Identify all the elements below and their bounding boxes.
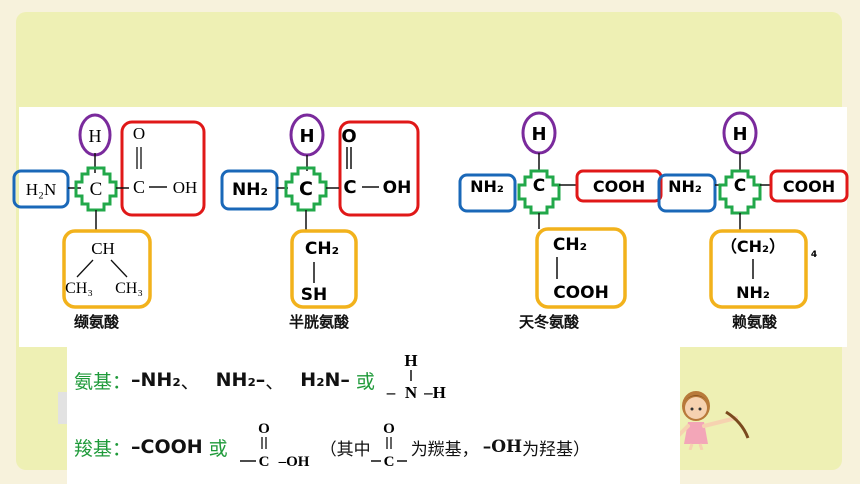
amino-structural-h: H [404,351,417,370]
carbonyl-c: C [383,454,394,470]
amino-label: 氨基： [74,370,132,393]
hydrogen-atom: H [89,126,102,146]
amino-group-row: 氨基： –NH₂ 、 NH₂– 、 H₂N– 或 H – N –H [74,351,461,405]
carboxyl-hydroxyl: OH [383,178,412,198]
valine-structure: H O C OH H₂N C CH CH₃ CH₃ 缬氨酸 [12,107,219,347]
central-carbon-cross [284,166,328,212]
hydrogen-atom: H [299,126,314,147]
carboxyl-carbon: C [133,177,145,197]
amino-group: H₂N [26,180,56,199]
amino-structural-n: N [405,383,418,402]
amino-structural-formula: H – N –H [386,351,446,402]
r-group-box [62,229,152,309]
amino-box [12,169,70,209]
carboxyl-note-open: （其中 [319,439,371,460]
r-group-bottom: COOH [553,283,609,303]
amino-structural-bond: – [386,383,396,402]
carbonyl-structural-formula: O C [370,421,407,470]
central-carbon: C [533,176,545,196]
carboxyl-form: –COOH [131,436,203,458]
amino-form-2: NH₂– [215,369,266,391]
carboxyl-hydroxyl: OH [173,178,198,197]
aspartic-acid-structure: H NH₂ C COOH CH₂ COOH 天冬氨酸 [449,107,663,347]
carboxyl-group: COOH [783,177,835,196]
hydrogen-atom: H [531,124,546,145]
amino-group: NH₂ [470,177,504,196]
central-carbon-cross [517,169,561,215]
r-group-bottom: NH₂ [736,283,770,302]
central-carbon-cross [74,166,118,212]
amino-box [458,173,517,213]
amino-form-1: –NH₂ [131,369,181,391]
r-group-top: CH₂ [553,235,587,255]
r-group-methyl-right: CH₃ [115,280,143,297]
carboxyl-box [575,169,663,203]
carboxyl-structural-c: C [258,454,269,470]
carbonyl-note: 为羰基， [410,439,479,460]
functional-groups-panel: 氨基： –NH₂ 、 NH₂– 、 H₂N– 或 H – N –H 羧基： –C… [67,347,680,484]
r-group-bottom: SH [301,285,327,305]
r-group-top: CH₂ [305,239,339,259]
r-group-ch: CH [91,239,115,258]
amino-acid-name: 赖氨酸 [732,313,778,331]
amino-acid-name: 缬氨酸 [74,313,120,331]
gray-side-tab [58,392,68,424]
r-group-top: （CH₂） [721,237,785,256]
carboxyl-structural-o: O [258,421,270,437]
carboxyl-group: COOH [593,177,645,196]
r-group-box [290,229,358,309]
amino-group: NH₂ [232,180,268,200]
carboxyl-box [338,120,420,217]
hydrogen-atom: H [732,124,747,145]
amino-box [220,169,279,211]
r-group-methyl-left: CH₃ [65,280,93,297]
amino-box [657,173,717,213]
central-carbon: C [734,176,746,196]
r-group-subscript: 4 [811,250,817,260]
carboxyl-box [120,120,206,217]
central-carbon-cross [718,169,762,215]
hydroxyl-formula: –OH [482,437,523,457]
separator-1: 、 [180,370,200,393]
amino-group: NH₂ [668,177,702,196]
central-carbon: C [299,178,313,200]
carboxyl-carbon: C [343,177,356,198]
lysine-structure: H NH₂ C COOH （CH₂） 4 NH₂ 赖氨酸 [647,107,849,347]
carboxyl-oxygen: O [341,126,356,147]
or-text: 或 [355,370,375,393]
cysteine-structure: H O C OH NH₂ C CH₂ SH 半胱氨酸 [219,107,429,347]
or-text: 或 [208,437,228,460]
separator-2: 、 [265,370,285,393]
carboxyl-structural-formula: O C –OH [239,421,309,470]
carboxyl-structural-oh: –OH [277,454,309,470]
carboxyl-group-row: 羧基： –COOH 或 O C –OH （其中 O C 为羰基， –OH 为羟基… [74,421,591,471]
r-group-box [535,227,627,309]
carboxyl-box [769,169,849,203]
central-carbon: C [90,179,103,200]
amino-form-3: H₂N– [300,369,350,391]
amino-acid-structures-panel: H O C OH H₂N C CH CH₃ CH₃ 缬氨酸 [12,107,849,347]
r-group-box [709,229,808,309]
amino-structural-h-right: –H [423,383,446,402]
hydroxyl-note: 为羟基） [522,439,591,460]
amino-acid-name: 半胱氨酸 [289,313,350,331]
carboxyl-oxygen: O [133,124,145,143]
carbonyl-o: O [383,421,395,437]
amino-acid-name: 天冬氨酸 [519,313,580,331]
carboxyl-label: 羧基： [74,437,132,460]
